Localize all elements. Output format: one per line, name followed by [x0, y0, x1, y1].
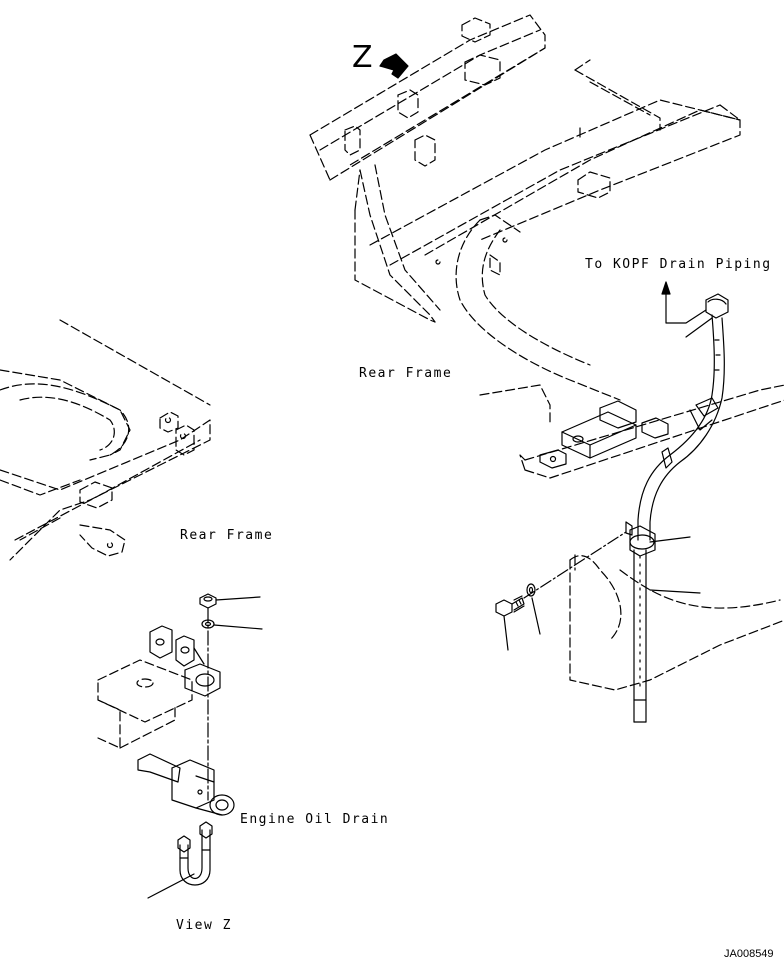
drain-pipe-drawing: [496, 282, 728, 722]
view-z-bracket-drawing: [98, 594, 262, 898]
view-arrow-z-drawing: [380, 54, 408, 78]
engine-oil-drain-label: Engine Oil Drain: [240, 812, 390, 827]
drawing-code-label: JA008549: [724, 948, 774, 960]
rear-frame-lower-label: Rear Frame: [180, 528, 274, 543]
right-bracket-drawing: [540, 401, 668, 468]
view-z-label: View Z: [176, 918, 232, 933]
rear-frame-upper-drawing: [310, 15, 740, 400]
rear-frame-lower-drawing: [0, 320, 210, 560]
rear-frame-upper-label: Rear Frame: [359, 366, 453, 381]
view-marker-label: Z: [352, 40, 373, 75]
to-kopf-label: To KOPF Drain Piping: [585, 257, 772, 272]
